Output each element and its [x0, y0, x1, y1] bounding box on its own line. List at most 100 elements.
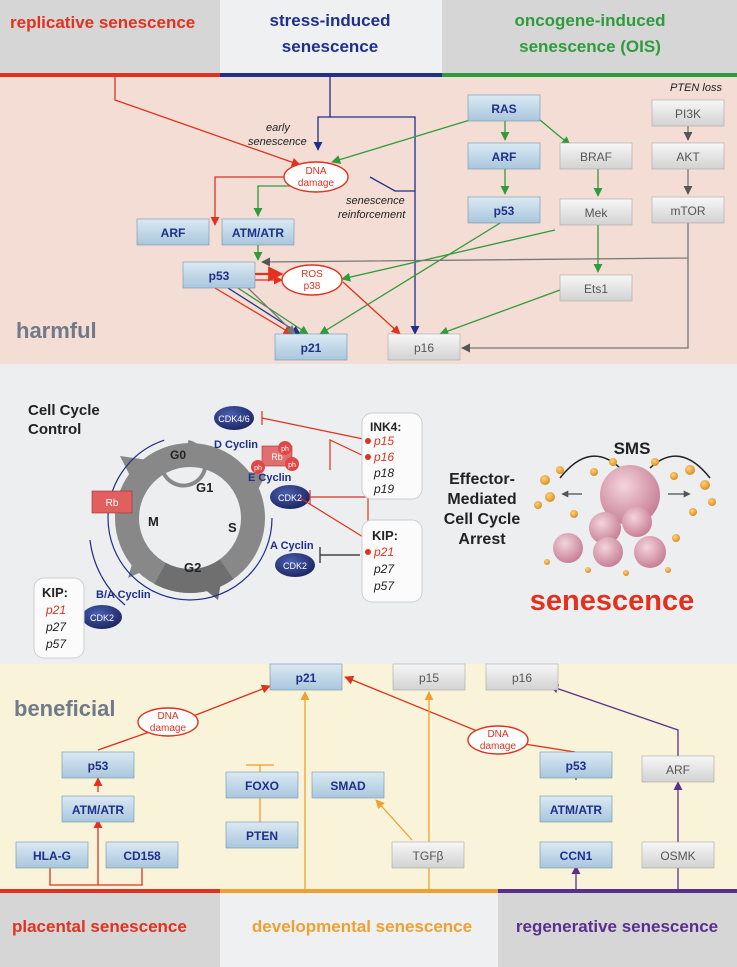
node-b-arf: ARF [641, 755, 715, 783]
dna-damage-left-ellipse: DNA damage [137, 707, 199, 737]
node-b-p16: p16 [485, 663, 559, 691]
kip-left-p27: p27 [45, 620, 67, 634]
node-b-atm-left: ATM/ATR [61, 795, 135, 823]
reinforcement-line1: senescence [346, 195, 405, 207]
kip-left-p21: p21 [45, 603, 66, 617]
ba-cyclin-label: B/A Cyclin [96, 589, 151, 601]
node-braf: BRAF [559, 142, 633, 170]
reinforcement-line2: reinforcement [338, 209, 406, 221]
phase-m: M [148, 514, 159, 529]
node-atm-atr: ATM/ATR [221, 218, 295, 246]
node-mtor-label: mTOR [670, 204, 705, 218]
kip-left-title: KIP: [42, 585, 68, 600]
node-akt-label: AKT [676, 150, 700, 164]
harmful-arrows [114, 77, 693, 353]
node-braf-label: BRAF [580, 150, 612, 164]
node-b-ccn1: CCN1 [539, 841, 613, 869]
cdk46-label: CDK4/6 [218, 414, 250, 424]
node-p21: p21 [274, 333, 348, 361]
node-b-p53-right-label: p53 [566, 759, 587, 773]
cdk2-ba-label: CDK2 [90, 613, 114, 623]
node-akt: AKT [651, 142, 725, 170]
node-b-tgfb: TGFβ [391, 841, 465, 869]
node-p53-label: p53 [209, 269, 230, 283]
node-p53: p53 [182, 261, 256, 289]
node-b-p16-label: p16 [512, 671, 532, 685]
node-b-pten-label: PTEN [246, 829, 278, 843]
node-p53-onc-label: p53 [494, 204, 515, 218]
footer-regenerative: regenerative senescence [516, 917, 718, 936]
cdk2-e: CDK2 [270, 485, 310, 509]
harmful-panel: harmful [0, 77, 737, 364]
cdk46: CDK4/6 [214, 406, 254, 430]
node-b-atm-right: ATM/ATR [539, 795, 613, 823]
footer-placental: placental senescence [12, 917, 187, 936]
node-mek-label: Mek [585, 206, 609, 220]
node-b-smad: SMAD [311, 771, 385, 799]
node-p16: p16 [387, 333, 461, 361]
cell-cycle-line1: Cell Cycle [28, 402, 100, 419]
node-b-tgfb-label: TGFβ [413, 849, 444, 863]
ink4-title: INK4: [370, 420, 401, 434]
node-b-p53-left: p53 [61, 751, 135, 779]
effector-line4: Arrest [458, 531, 506, 548]
rb-phospho: Rb ph ph ph [251, 441, 299, 474]
node-b-p15-label: p15 [419, 671, 439, 685]
node-b-p53-left-label: p53 [88, 759, 109, 773]
node-ets1: Ets1 [559, 274, 633, 302]
ros-p38-ellipse: ROS p38 [281, 264, 343, 296]
cdk2-a-label: CDK2 [283, 561, 307, 571]
node-b-smad-label: SMAD [330, 779, 366, 793]
ph-3: ph [288, 462, 296, 469]
beneficial-label: beneficial [14, 696, 115, 721]
b-dna-right-line2: damage [480, 741, 517, 752]
senescence-title: senescence [530, 585, 694, 617]
d-cyclin-label: D Cyclin [214, 439, 258, 451]
ink4-p16: p16 [373, 450, 394, 464]
phase-g1: G1 [196, 480, 213, 495]
header-stress-line1: stress-induced [270, 11, 391, 30]
node-p21-label: p21 [301, 341, 322, 355]
node-b-hla-g: HLA-G [15, 841, 89, 869]
node-p53-onc: p53 [467, 196, 541, 224]
node-b-p15: p15 [392, 663, 466, 691]
cdk2-a: CDK2 [275, 553, 315, 577]
node-b-pten: PTEN [225, 821, 299, 849]
b-dna-right-line1: DNA [487, 729, 508, 740]
phase-g2: G2 [184, 560, 201, 575]
early-senescence-line1: early [266, 122, 291, 134]
ink4-box: INK4: p15 p16 p18 p19 [361, 412, 423, 500]
header-stress-line2: senescence [282, 37, 378, 56]
node-b-atm-left-label: ATM/ATR [72, 803, 125, 817]
kip-right-p57: p57 [373, 579, 395, 593]
header-replicative: replicative senescence [10, 13, 195, 32]
rb-label: Rb [106, 498, 119, 509]
node-b-osmk-label: OSMK [660, 849, 695, 863]
b-dna-left-line2: damage [150, 723, 187, 734]
node-b-p21: p21 [269, 663, 343, 691]
node-pi3k-label: PI3K [675, 107, 701, 121]
node-ets1-label: Ets1 [584, 282, 608, 296]
node-arf-onc-label: ARF [492, 150, 517, 164]
node-ras: RAS [467, 94, 541, 122]
header-oncogene-line1: oncogene-induced [514, 11, 665, 30]
dna-damage-right-ellipse: DNA damage [467, 725, 529, 755]
effector-line2: Mediated [447, 491, 516, 508]
sms-label: SMS [614, 439, 651, 458]
cell-cycle-wheel: G0 G1 S G2 M [107, 435, 273, 601]
ph-1: ph [281, 446, 289, 453]
dna-damage-line1: DNA [305, 166, 326, 177]
node-mek: Mek [559, 198, 633, 226]
node-b-p21-label: p21 [296, 671, 317, 685]
dna-damage-line2: damage [298, 178, 335, 189]
node-arf-label: ARF [161, 226, 186, 240]
header-oncogene-line2: senescence (OIS) [519, 37, 661, 56]
effector-line1: Effector- [449, 471, 515, 488]
ros-label: ROS [301, 269, 323, 280]
early-senescence-line2: senescence [248, 136, 307, 148]
phase-g0: G0 [170, 448, 186, 462]
rb-box: Rb [91, 490, 133, 514]
b-dna-left-line1: DNA [157, 711, 178, 722]
kip-box-left: KIP: p21 p27 p57 [33, 577, 85, 659]
